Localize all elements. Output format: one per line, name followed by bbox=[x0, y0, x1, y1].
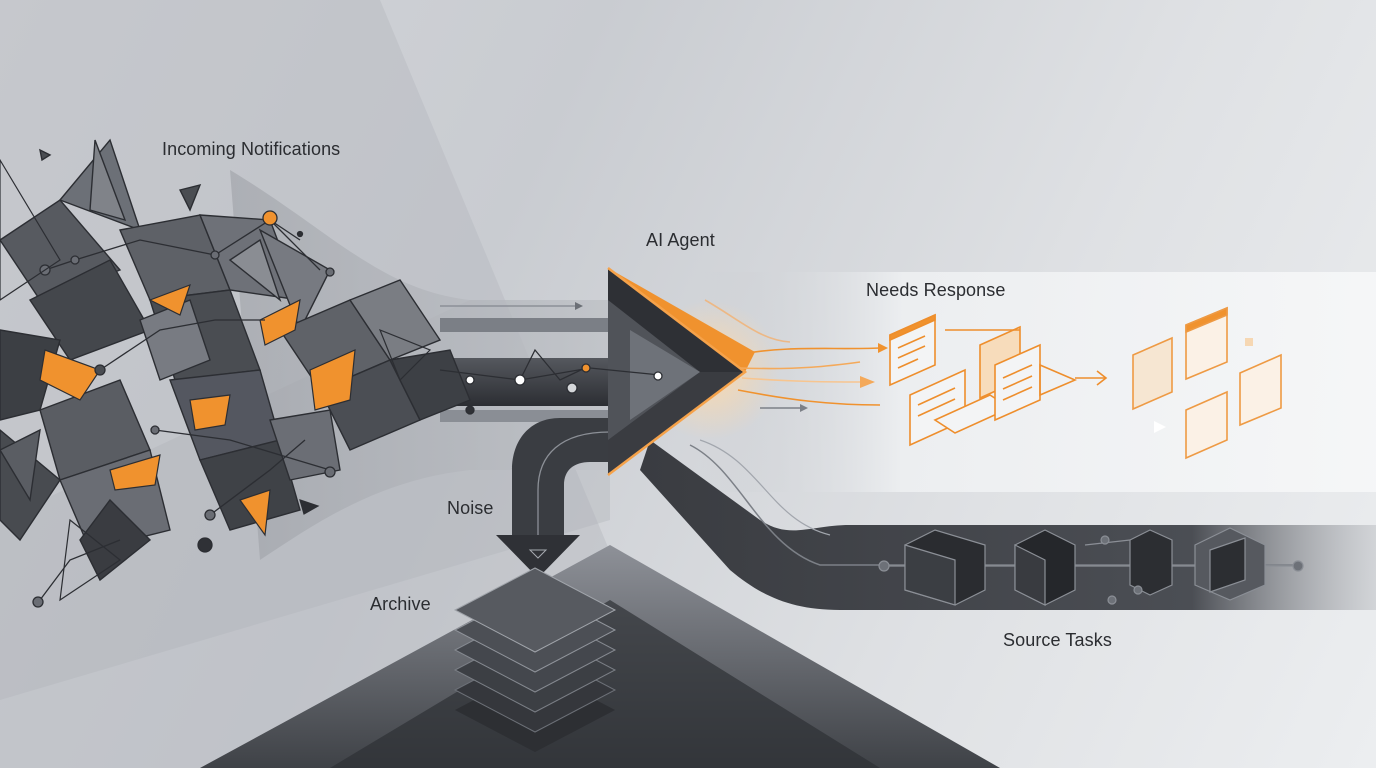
ai-agent-label: AI Agent bbox=[646, 230, 715, 250]
archive-stack bbox=[453, 567, 617, 752]
needs-response-label: Needs Response bbox=[866, 280, 1006, 300]
source-tasks-track bbox=[640, 440, 1376, 610]
incoming-notifications-label: Incoming Notifications bbox=[162, 139, 341, 159]
notification-shards bbox=[0, 138, 471, 582]
incoming-stream bbox=[440, 302, 620, 422]
response-output-cards bbox=[1132, 306, 1282, 460]
outline-shards bbox=[0, 158, 432, 602]
highlight-shards bbox=[39, 283, 356, 537]
network-nodes bbox=[32, 210, 663, 608]
source-tasks-label: Source Tasks bbox=[1003, 630, 1112, 650]
noise-pipe bbox=[512, 418, 610, 540]
noise-arrow bbox=[496, 535, 580, 578]
ai-agent-prism bbox=[607, 267, 780, 476]
output-lines bbox=[704, 299, 888, 412]
response-documents bbox=[889, 313, 1108, 447]
task-cubes bbox=[878, 527, 1304, 606]
archive-label: Archive bbox=[370, 594, 431, 614]
noise-label: Noise bbox=[447, 498, 494, 518]
